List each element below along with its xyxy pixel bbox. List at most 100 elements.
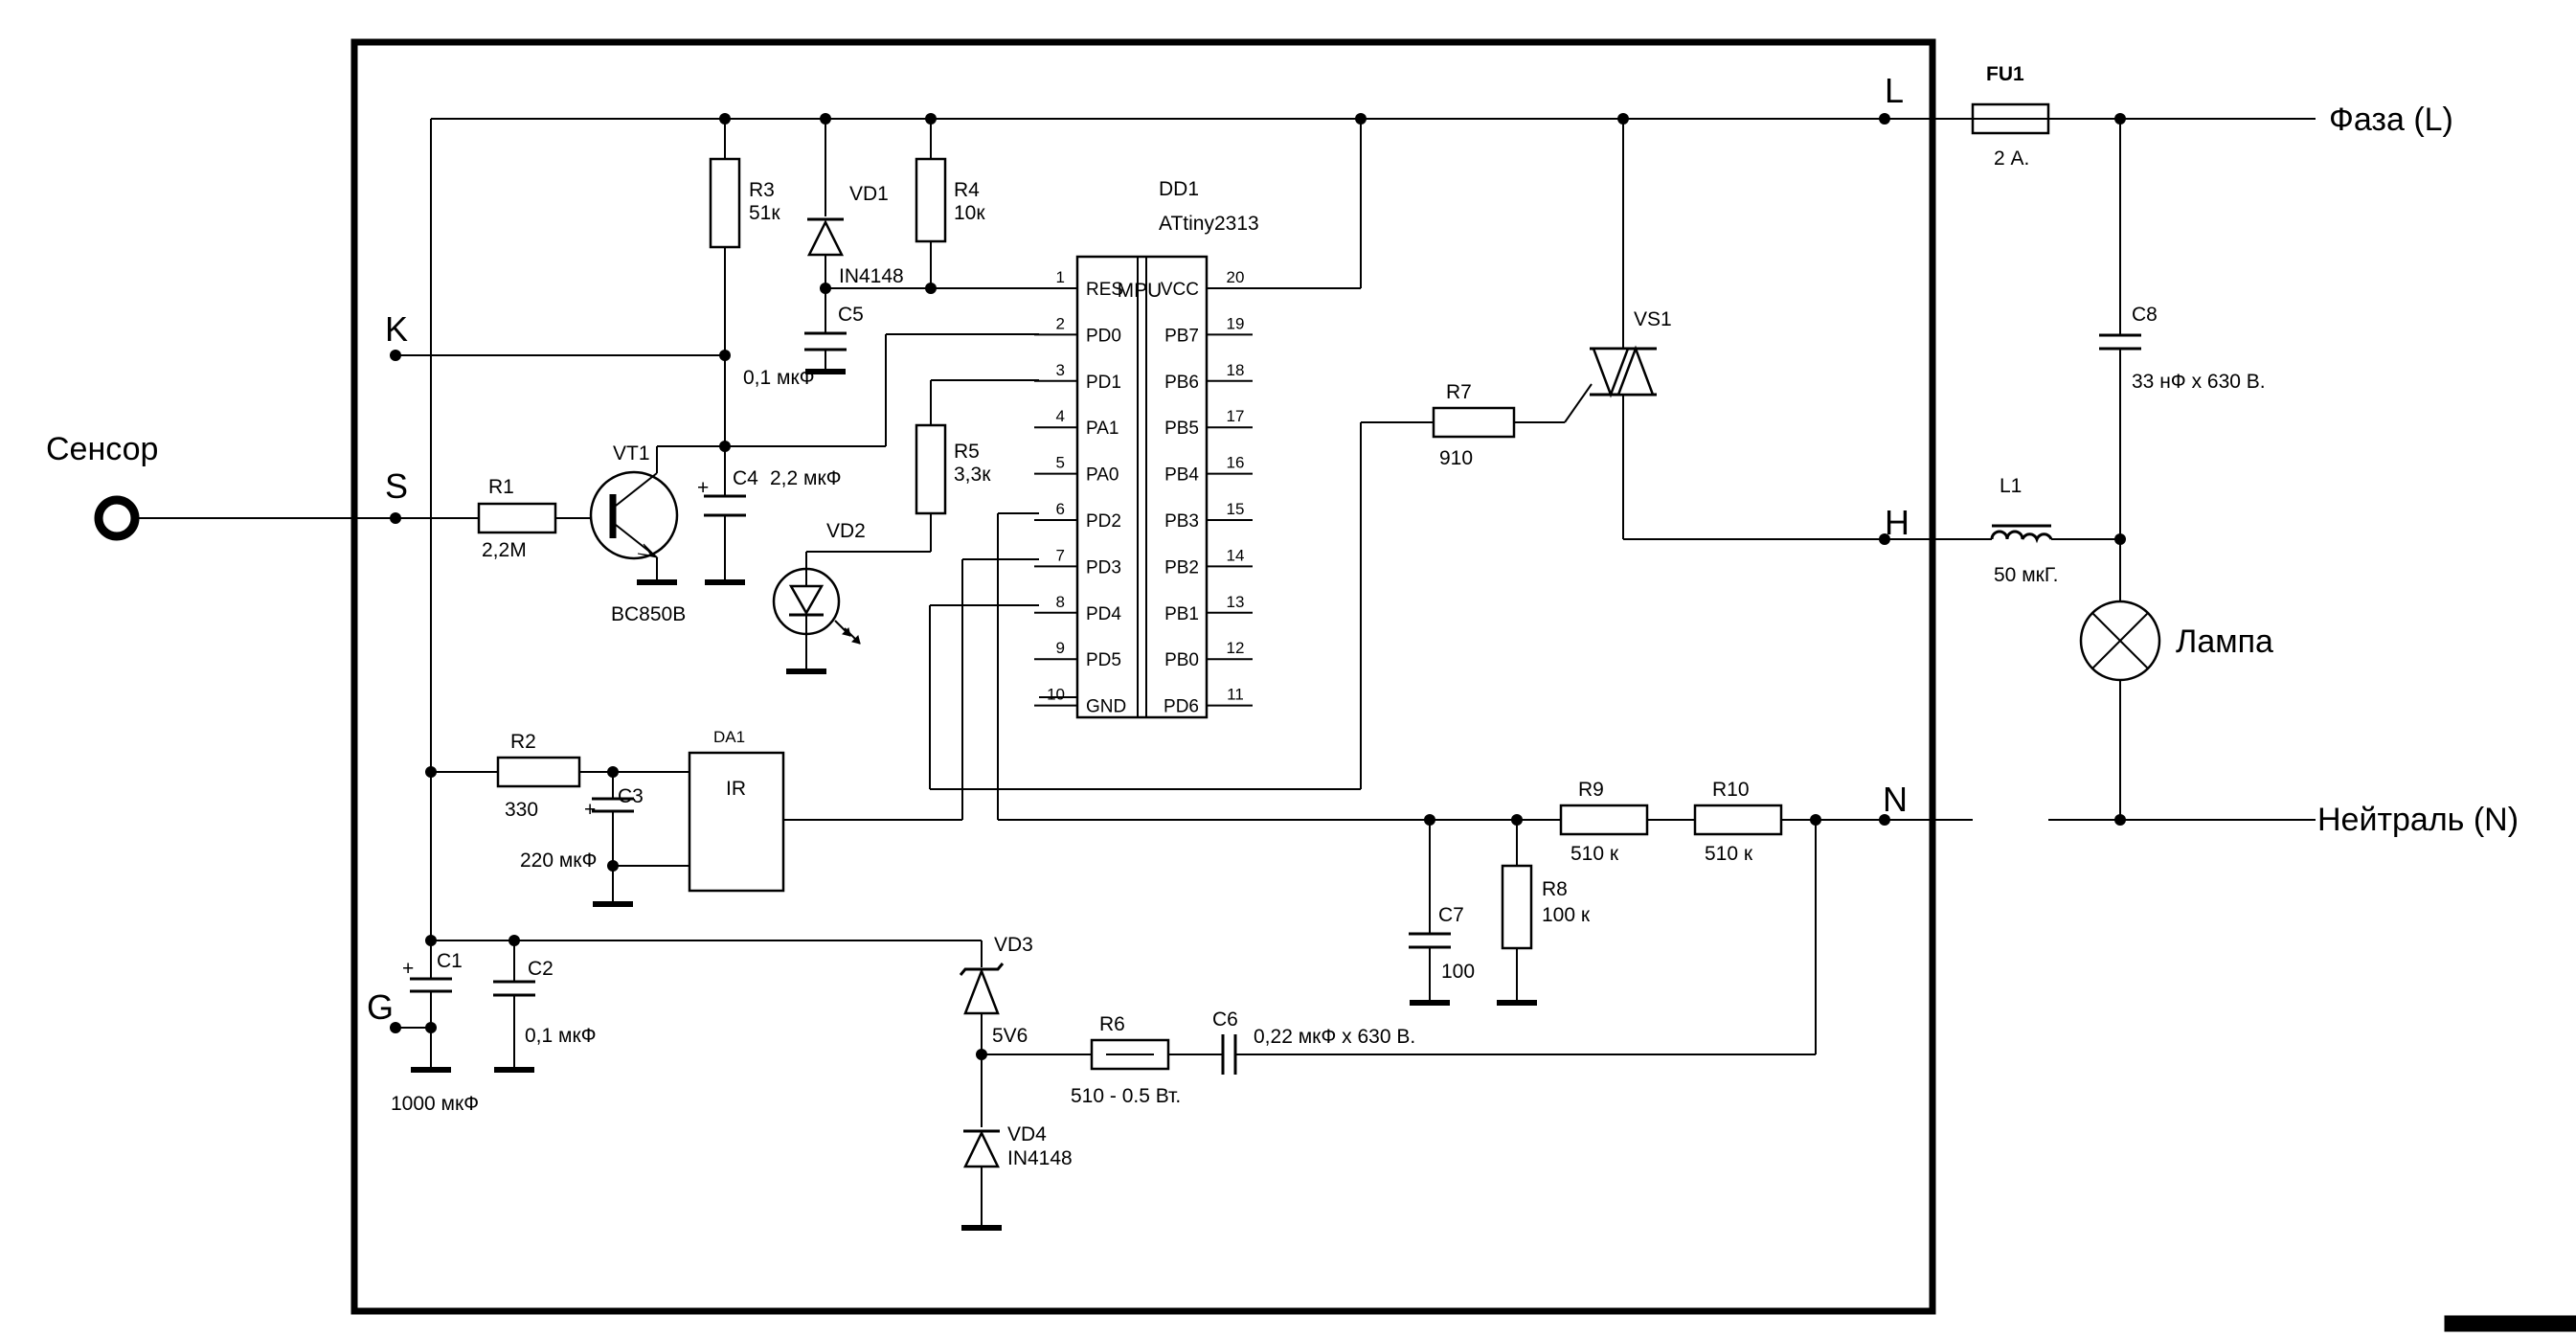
r10-ref: R10 (1712, 779, 1750, 801)
ir-receiver-da1: DA1 IR (688, 728, 785, 893)
r1-value: 2,2M (482, 539, 527, 561)
c6-ref: C6 (1212, 1008, 1238, 1031)
svg-text:+: + (402, 958, 414, 980)
mcu-pin-number: 7 (1056, 546, 1065, 564)
mcu-pin-number: 10 (1047, 686, 1065, 704)
mcu-pin-name: PB3 (1164, 511, 1199, 532)
da1-value: IR (726, 778, 746, 800)
resistor-r6: R6 510 - 0.5 Вт. (1071, 1013, 1181, 1107)
mcu-pin-name: VCC (1161, 280, 1199, 300)
capacitor-c7: C7 100 (1409, 904, 1475, 983)
r1-ref: R1 (488, 476, 514, 498)
capacitor-c1: + C1 1000 мкФ (391, 950, 479, 1115)
phase-label: Фаза (L) (2329, 102, 2453, 138)
mcu-dd1: MPU DD1 ATtiny2313 1RES2PD03PD14PA15PA06… (1034, 178, 1259, 719)
c2-value: 0,1 мкФ (525, 1025, 597, 1047)
mcu-pin-number: 14 (1227, 546, 1245, 564)
c8-value: 33 нФ х 630 В. (2132, 371, 2266, 393)
mcu-pin-name: PD1 (1086, 373, 1121, 393)
c5-ref: C5 (838, 304, 864, 326)
r6-ref: R6 (1099, 1013, 1125, 1035)
c4-value: 2,2 мкФ (770, 467, 842, 489)
mcu-pin-number: 20 (1227, 268, 1245, 286)
mcu-pin-name: PB2 (1164, 557, 1199, 578)
mcu-pin-number: 9 (1056, 639, 1065, 657)
capacitor-c6: C6 0,22 мкФ х 630 В. (1212, 1008, 1415, 1075)
mcu-pin-number: 17 (1227, 407, 1245, 425)
svg-text:+: + (584, 799, 596, 821)
mcu-pin-name: PB7 (1164, 326, 1199, 346)
c2-ref: C2 (528, 958, 554, 980)
r9-value: 510 к (1570, 843, 1619, 865)
vd2-ref: VD2 (826, 520, 866, 542)
resistor-r2: R2 330 (496, 731, 581, 821)
mcu-pin-name: RES (1086, 280, 1123, 300)
diode-vd4: VD4 IN4148 (963, 1123, 1073, 1169)
mcu-pin-name: PB0 (1164, 650, 1199, 670)
vs1-ref: VS1 (1634, 308, 1672, 330)
l1-value: 50 мкГ. (1994, 564, 2058, 586)
mcu-pin-name: PD4 (1086, 604, 1121, 624)
diode-vd1: VD1 IN4148 (806, 183, 904, 287)
transistor-vt1: VT1 BC850B (589, 442, 686, 625)
lamp-label: Лампа (2176, 623, 2273, 660)
vt1-ref: VT1 (613, 442, 650, 465)
r2-ref: R2 (510, 731, 536, 753)
c3-ref: C3 (618, 785, 644, 807)
mcu-pin-name: PD0 (1086, 326, 1121, 346)
mcu-pin-name: PB5 (1164, 419, 1199, 439)
mcu-pin-name: PA1 (1086, 419, 1119, 439)
vd4-ref: VD4 (1007, 1123, 1047, 1145)
resistor-r8: R8 100 к (1501, 864, 1591, 950)
r8-ref: R8 (1542, 878, 1568, 900)
terminal-h: H (1885, 503, 1909, 542)
c1-value: 1000 мкФ (391, 1093, 479, 1115)
c3-value: 220 мкФ (520, 850, 597, 872)
r7-ref: R7 (1446, 381, 1472, 403)
junction-dots (390, 113, 2126, 1060)
mcu-pin-name: PA0 (1086, 465, 1119, 486)
mcu-pin-name: PD5 (1086, 650, 1121, 670)
triac-vs1: VS1 (1590, 308, 1672, 398)
terminal-k: K (385, 309, 408, 349)
l1-ref: L1 (2000, 475, 2022, 497)
zener-vd3: VD3 5V6 (959, 934, 1033, 1047)
vd4-value: IN4148 (1007, 1147, 1073, 1169)
terminal-s: S (385, 466, 408, 506)
mcu-pin-number: 8 (1056, 593, 1065, 611)
mcu-pin-name: PD3 (1086, 557, 1121, 578)
r3-ref: R3 (749, 179, 775, 201)
capacitor-c3: + C3 220 мкФ (520, 785, 644, 872)
mcu-type: ATtiny2313 (1159, 213, 1259, 235)
led-vd2: VD2 (772, 520, 866, 645)
mcu-pin-name: PB1 (1164, 604, 1199, 624)
mcu-ref: DD1 (1159, 178, 1199, 200)
terminal-labels: L H N K S G Фаза (L) Нейтраль (N) (367, 71, 2519, 1027)
r7-value: 910 (1439, 447, 1473, 469)
r4-value: 10к (954, 202, 985, 224)
vd3-value: 5V6 (992, 1025, 1028, 1047)
mcu-pin-number: 5 (1056, 454, 1065, 472)
fu1-ref: FU1 (1986, 63, 2024, 85)
resistor-r4: R4 10к (915, 157, 985, 243)
c4-ref: C4 (733, 467, 758, 489)
c7-value: 100 (1441, 961, 1475, 983)
mcu-pin-name: GND (1086, 697, 1126, 717)
resistor-r5: R5 3,3к (915, 423, 991, 515)
r9-ref: R9 (1578, 779, 1604, 801)
mcu-pin-number: 12 (1227, 639, 1245, 657)
resistor-r1: R1 2,2M (477, 476, 557, 561)
resistor-r9: R9 510 к (1559, 779, 1649, 865)
vd3-ref: VD3 (994, 934, 1033, 956)
mcu-core: MPU (1118, 280, 1163, 302)
vd1-value: IN4148 (839, 265, 904, 287)
c6-value: 0,22 мкФ х 630 В. (1254, 1026, 1415, 1048)
device-enclosure (350, 38, 1936, 1315)
capacitor-c2: C2 0,1 мкФ (493, 958, 597, 1047)
mcu-pin-name: PB4 (1164, 465, 1199, 486)
mcu-pin-number: 16 (1227, 454, 1245, 472)
r3-value: 51к (749, 202, 780, 224)
mcu-pin-name: PB6 (1164, 373, 1199, 393)
scale-bar (2444, 1315, 2576, 1332)
